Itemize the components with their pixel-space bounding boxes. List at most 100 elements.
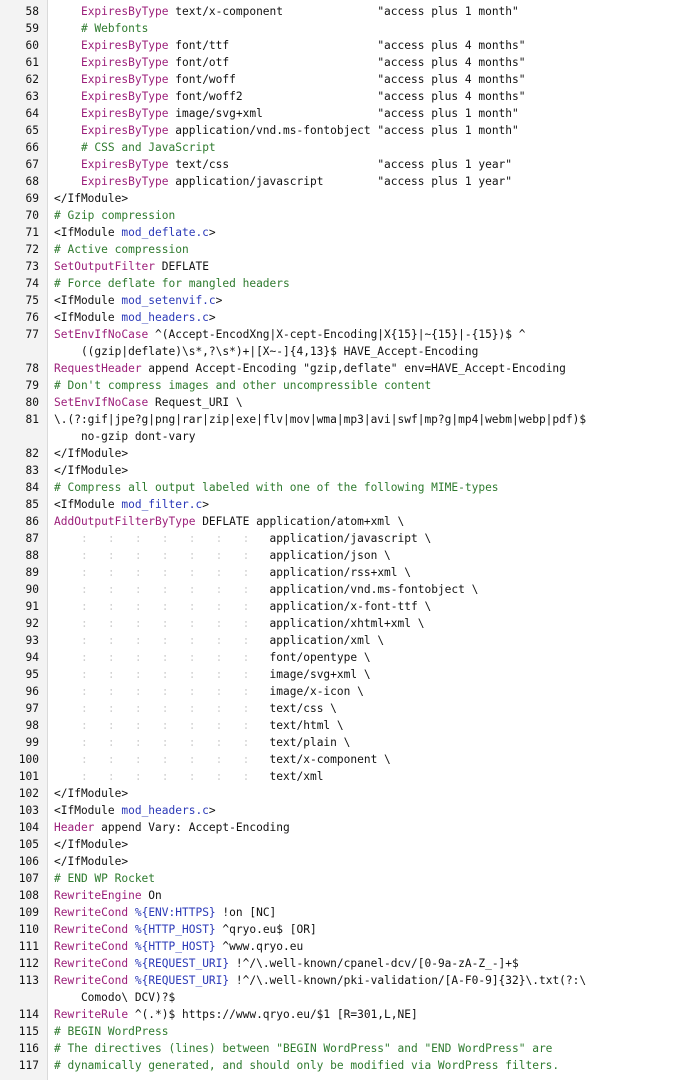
code-line[interactable]: 63 ExpiresByType font/woff2 "access plus… [0, 88, 686, 105]
code-line[interactable]: 70# Gzip compression [0, 207, 686, 224]
comment-token: # CSS and JavaScript [80, 141, 216, 154]
code-line[interactable]: 64 ExpiresByType image/svg+xml "access p… [0, 105, 686, 122]
code-line[interactable]: 58 ExpiresByType text/x-component "acces… [0, 3, 686, 20]
code-line[interactable]: 115# BEGIN WordPress [0, 1023, 686, 1040]
code-line[interactable]: 90 : : : : : : : application/vnd.ms-font… [0, 581, 686, 598]
line-number-gutter [0, 0, 48, 1080]
code-line[interactable]: 68 ExpiresByType application/javascript … [0, 173, 686, 190]
code-line[interactable]: 102</IfModule> [0, 785, 686, 802]
code-line[interactable]: 74# Force deflate for mangled headers [0, 275, 686, 292]
text-token: text/plain \ [269, 736, 351, 749]
line-number: 105 [18, 838, 39, 851]
code-line[interactable]: 117# dynamically generated, and should o… [0, 1057, 686, 1074]
code-line[interactable]: 105</IfModule> [0, 836, 686, 853]
code-line[interactable]: 66 # CSS and JavaScript [0, 139, 686, 156]
line-number: 99 [25, 736, 39, 749]
line-content: : : : : : : : text/plain \ [47, 734, 680, 751]
code-line[interactable]: 93 : : : : : : : application/xml \ [0, 632, 686, 649]
line-content: <IfModule mod_headers.c> [47, 802, 680, 819]
code-line[interactable]: 89 : : : : : : : application/rss+xml \ [0, 564, 686, 581]
code-line[interactable]: 94 : : : : : : : font/opentype \ [0, 649, 686, 666]
code-line[interactable]: 96 : : : : : : : image/x-icon \ [0, 683, 686, 700]
line-content: ExpiresByType text/css "access plus 1 ye… [47, 156, 680, 173]
directive-token: ExpiresByType [80, 124, 169, 137]
line-number: 114 [18, 1008, 39, 1021]
code-line[interactable]: 98 : : : : : : : text/html \ [0, 717, 686, 734]
code-line[interactable]: 75<IfModule mod_setenvif.c> [0, 292, 686, 309]
line-content: </IfModule> [47, 853, 680, 870]
code-line[interactable]: 60 ExpiresByType font/ttf "access plus 4… [0, 37, 686, 54]
code-line[interactable]: 100 : : : : : : : text/x-component \ [0, 751, 686, 768]
code-line[interactable]: 91 : : : : : : : application/x-font-ttf … [0, 598, 686, 615]
code-line[interactable]: 79# Don't compress images and other unco… [0, 377, 686, 394]
code-line[interactable]: 62 ExpiresByType font/woff "access plus … [0, 71, 686, 88]
code-line[interactable]: 72# Active compression [0, 241, 686, 258]
text-token: text/x-component "access plus 1 month" [168, 5, 519, 18]
code-line[interactable]: 69</IfModule> [0, 190, 686, 207]
code-line[interactable]: 107# END WP Rocket [0, 870, 686, 887]
code-line[interactable]: 87 : : : : : : : application/javascript … [0, 530, 686, 547]
code-line[interactable]: 83</IfModule> [0, 462, 686, 479]
comment-token: # dynamically generated, and should only… [54, 1059, 560, 1072]
line-number: 107 [18, 872, 39, 885]
indent-guide: : : : : : : : [54, 617, 270, 630]
code-line[interactable]: 71<IfModule mod_deflate.c> [0, 224, 686, 241]
code-line[interactable]: 61 ExpiresByType font/otf "access plus 4… [0, 54, 686, 71]
code-line[interactable]: 81\.(?:gif|jpe?g|png|rar|zip|exe|flv|mov… [0, 411, 686, 428]
directive-token: RewriteCond [54, 906, 129, 919]
code-line[interactable]: 65 ExpiresByType application/vnd.ms-font… [0, 122, 686, 139]
code-line[interactable]: 95 : : : : : : : image/svg+xml \ [0, 666, 686, 683]
text-token [54, 56, 81, 69]
line-number: 112 [18, 957, 39, 970]
code-line[interactable]: ((gzip|deflate)\s*,?\s*)+|[X~-]{4,13}$ H… [0, 343, 686, 360]
code-line[interactable]: 97 : : : : : : : text/css \ [0, 700, 686, 717]
text-token: text/x-component \ [269, 753, 391, 766]
variable-token: %{HTTP_HOST} [134, 923, 216, 936]
code-line[interactable]: 84# Compress all output labeled with one… [0, 479, 686, 496]
code-line[interactable]: 99 : : : : : : : text/plain \ [0, 734, 686, 751]
line-content: RequestHeader append Accept-Encoding "gz… [47, 360, 680, 377]
code-line[interactable]: 101 : : : : : : : text/xml [0, 768, 686, 785]
code-line[interactable]: 76<IfModule mod_headers.c> [0, 309, 686, 326]
code-line[interactable]: 88 : : : : : : : application/json \ [0, 547, 686, 564]
text-token: > [208, 226, 216, 239]
line-content: ExpiresByType font/ttf "access plus 4 mo… [47, 37, 680, 54]
text-token: ^qryo.eu$ [OR] [215, 923, 317, 936]
comment-token: # Don't compress images and other uncomp… [54, 379, 432, 392]
text-token: font/opentype \ [269, 651, 371, 664]
code-line[interactable]: 116# The directives (lines) between "BEG… [0, 1040, 686, 1057]
text-token: application/javascript "access plus 1 ye… [168, 175, 513, 188]
code-line[interactable]: 92 : : : : : : : application/xhtml+xml \ [0, 615, 686, 632]
code-line[interactable]: 59 # Webfonts [0, 20, 686, 37]
code-line[interactable]: 85<IfModule mod_filter.c> [0, 496, 686, 513]
line-number: 94 [25, 651, 39, 664]
variable-token: %{ENV:HTTPS} [134, 906, 216, 919]
code-line[interactable]: 82</IfModule> [0, 445, 686, 462]
line-content: SetEnvIfNoCase ^(Accept-EncodXng|X-cept-… [47, 326, 680, 343]
line-content: : : : : : : : image/svg+xml \ [47, 666, 680, 683]
line-content: ExpiresByType font/woff2 "access plus 4 … [47, 88, 680, 105]
code-line[interactable]: 103<IfModule mod_headers.c> [0, 802, 686, 819]
code-line[interactable]: no-gzip dont-vary [0, 428, 686, 445]
text-token [54, 73, 81, 86]
line-content: : : : : : : : application/rss+xml \ [47, 564, 680, 581]
code-line[interactable]: 67 ExpiresByType text/css "access plus 1… [0, 156, 686, 173]
text-token: <IfModule [54, 804, 122, 817]
indent-guide: : : : : : : : [54, 702, 270, 715]
code-line[interactable]: 106</IfModule> [0, 853, 686, 870]
code-line[interactable]: Comodo\ DCV)?$ [0, 989, 686, 1006]
